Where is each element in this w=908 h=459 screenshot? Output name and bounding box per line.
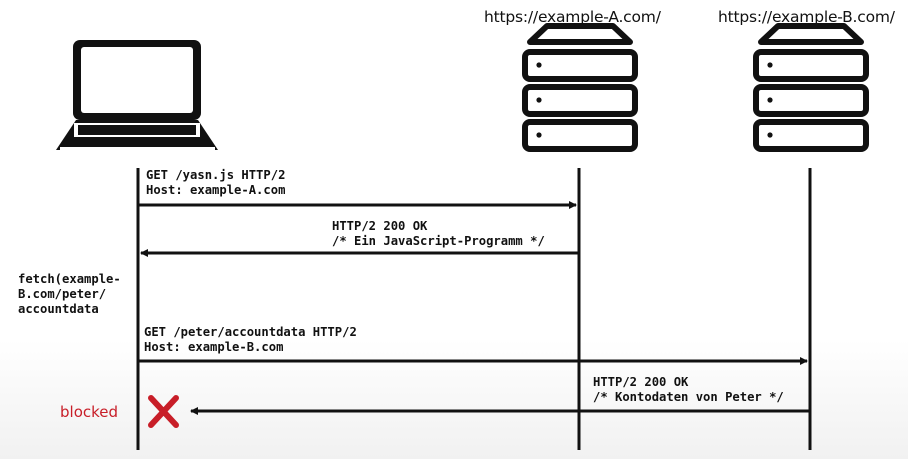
response1-line1: HTTP/2 200 OK (332, 219, 428, 233)
request1-line1: GET /yasn.js HTTP/2 (146, 168, 286, 182)
response1-label: HTTP/2 200 OK /* Ein JavaScript-Programm… (332, 219, 545, 249)
laptop-icon (56, 40, 218, 151)
response2-line1: HTTP/2 200 OK (593, 375, 689, 389)
request1-line2: Host: example-A.com (146, 183, 286, 197)
fetch-call-line2: B.com/peter/ (18, 287, 107, 301)
blocked-label: blocked (60, 403, 119, 421)
cross-icon (148, 395, 179, 428)
response2-line2: /* Kontodaten von Peter */ (593, 390, 784, 404)
fetch-call-line3: accountdata (18, 302, 99, 316)
server-a-icon (522, 23, 638, 152)
response2-label: HTTP/2 200 OK /* Kontodaten von Peter */ (593, 375, 784, 405)
fetch-call-label: fetch(example- B.com/peter/ accountdata (18, 272, 121, 317)
server-b-icon (753, 23, 869, 152)
request2-label: GET /peter/accountdata HTTP/2 Host: exam… (144, 325, 357, 355)
fetch-call-line1: fetch(example- (18, 272, 121, 286)
server-b-url: https://example-B.com/ (718, 8, 895, 26)
server-a-url: https://example-A.com/ (484, 8, 661, 26)
request2-line2: Host: example-B.com (144, 340, 284, 354)
request1-label: GET /yasn.js HTTP/2 Host: example-A.com (146, 168, 285, 198)
response1-line2: /* Ein JavaScript-Programm */ (332, 234, 545, 248)
request2-line1: GET /peter/accountdata HTTP/2 (144, 325, 357, 339)
